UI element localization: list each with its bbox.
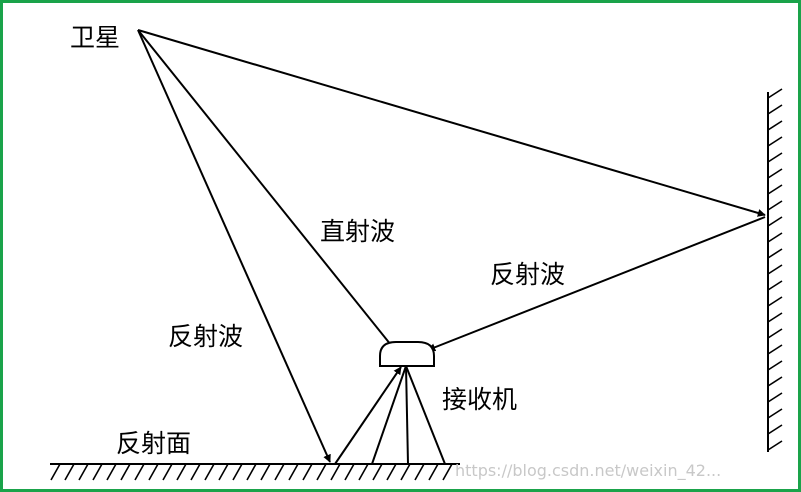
ground-hatch-mark: [344, 463, 355, 481]
ground-hatch-mark: [386, 463, 397, 481]
satellite-label: 卫星: [70, 23, 120, 52]
ground-hatch-mark: [50, 463, 61, 481]
ground-hatch-mark: [414, 463, 425, 481]
ground-hatch-mark: [330, 463, 341, 481]
ground-hatch-mark: [302, 463, 313, 481]
wall-hatch-mark: [767, 408, 783, 419]
ground-hatch-mark: [148, 463, 159, 481]
wall-surface: [767, 88, 783, 452]
wall-hatch-mark: [767, 216, 783, 227]
wall-hatch-mark: [767, 296, 783, 307]
ground-hatch-mark: [246, 463, 257, 481]
ground-hatch-mark: [134, 463, 145, 481]
ground-hatch-mark: [316, 463, 327, 481]
wall-hatch-mark: [767, 280, 783, 291]
wall-hatch-mark: [767, 168, 783, 179]
wall-hatch-mark: [767, 88, 783, 99]
wall-hatch-mark: [767, 360, 783, 371]
ground-hatch-mark: [218, 463, 229, 481]
wall-hatch-mark: [767, 328, 783, 339]
wall-hatch-mark: [767, 312, 783, 323]
wall-hatch-mark: [767, 248, 783, 259]
diagram-canvas: 卫星 直射波 反射波 反射波 接收机 反射面 https://blog.csdn…: [50, 23, 783, 481]
wall-hatch-mark: [767, 392, 783, 403]
ground-hatch-mark: [400, 463, 411, 481]
wall-hatch-mark: [767, 104, 783, 115]
wall-hatch-mark: [767, 232, 783, 243]
ground-hatch-mark: [288, 463, 299, 481]
receiver-tripod: [371, 365, 446, 465]
satellite-to-wall-ray: [137, 29, 766, 217]
wall-hatch-mark: [767, 440, 783, 451]
ground-hatch-mark: [176, 463, 187, 481]
ground-hatch-mark: [120, 463, 131, 481]
wall-hatch-mark: [767, 184, 783, 195]
wall-hatch-mark: [767, 136, 783, 147]
ground-hatch-mark: [428, 463, 439, 481]
wall-hatch-mark: [767, 344, 783, 355]
wall-hatch-mark: [767, 264, 783, 275]
ground-hatch-mark: [260, 463, 271, 481]
wall-hatch-mark: [767, 120, 783, 131]
ground-hatch-mark: [372, 463, 383, 481]
ground-hatch-mark: [204, 463, 215, 481]
satellite-to-ground-ray: [137, 29, 331, 463]
ground-surface: [50, 463, 460, 481]
reflecting-surface-label: 反射面: [116, 429, 191, 458]
ground-hatch-mark: [64, 463, 75, 481]
wall-reflected-wave-label: 反射波: [490, 260, 565, 289]
receiver-antenna: [379, 341, 435, 367]
wall-hatch-mark: [767, 424, 783, 435]
ground-hatch-mark: [78, 463, 89, 481]
ground-hatch-mark: [442, 463, 453, 481]
wall-hatch-mark: [767, 376, 783, 387]
ground-hatch-mark: [358, 463, 369, 481]
ground-hatch-mark: [162, 463, 173, 481]
ground-to-receiver-ray: [334, 366, 402, 465]
wall-hatch-mark: [767, 152, 783, 163]
ground-hatch-mark: [274, 463, 285, 481]
wall-to-receiver-ray: [427, 216, 766, 352]
ground-hatch-mark: [106, 463, 117, 481]
ground-hatch-mark: [92, 463, 103, 481]
ground-hatch-mark: [232, 463, 243, 481]
direct-wave-label: 直射波: [320, 217, 395, 246]
ground-reflected-wave-label: 反射波: [168, 322, 243, 351]
ground-hatch-mark: [190, 463, 201, 481]
wall-hatch-mark: [767, 200, 783, 211]
watermark: https://blog.csdn.net/weixin_42...: [455, 461, 721, 481]
receiver-label: 接收机: [442, 385, 517, 414]
direct-ray: [137, 29, 396, 351]
